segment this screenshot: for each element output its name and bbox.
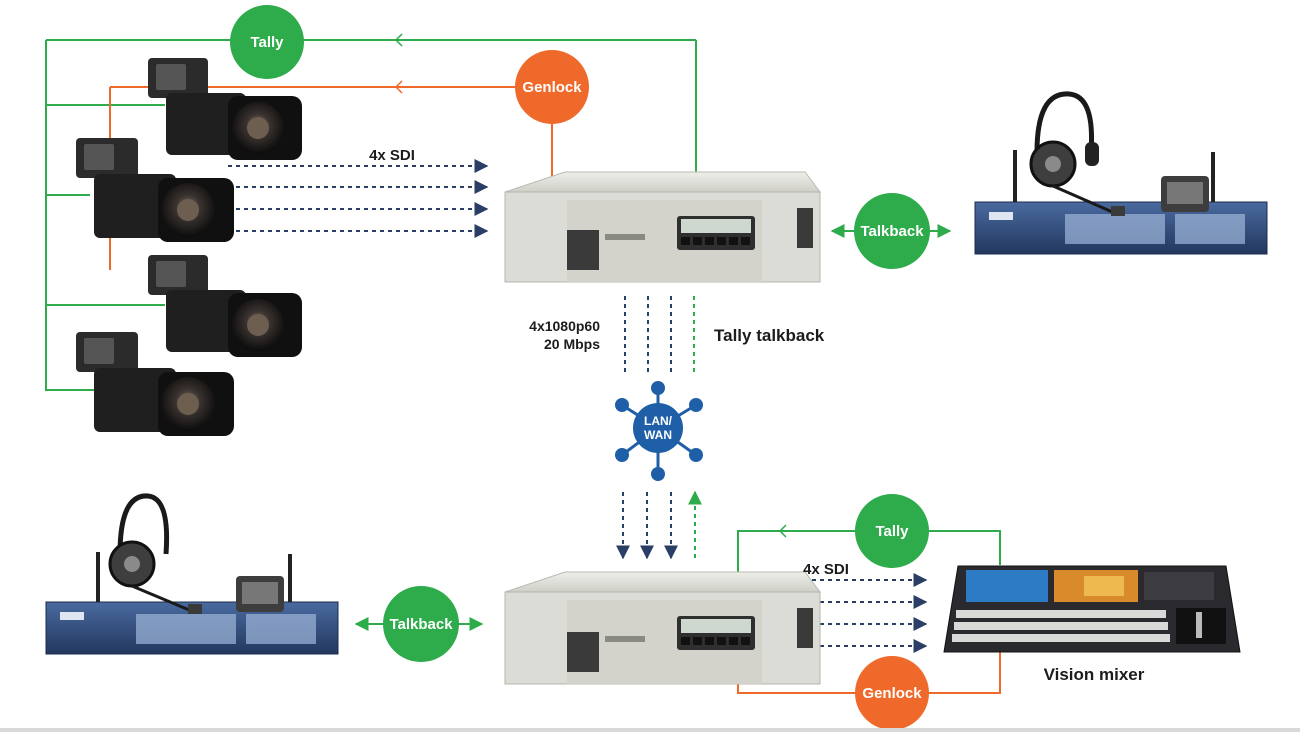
headset-icon bbox=[1029, 91, 1125, 216]
vision-mixer-icon bbox=[943, 565, 1241, 653]
sdi-bottom-label: 4x SDI bbox=[803, 561, 849, 578]
svg-text:Tally: Tally bbox=[875, 523, 909, 540]
camera-icon bbox=[148, 58, 302, 160]
talkback-right-node: Talkback bbox=[854, 193, 930, 269]
stream-label-line1: 4x1080p60 bbox=[529, 318, 600, 334]
stream-label-line2: 20 Mbps bbox=[544, 336, 600, 352]
downlink-dotted-lines bbox=[616, 490, 702, 560]
svg-text:Talkback: Talkback bbox=[860, 223, 924, 240]
genlock-top-node: Genlock bbox=[515, 50, 589, 124]
camera-icon bbox=[76, 138, 234, 242]
encoder-device-icon bbox=[504, 571, 821, 685]
headset-icon bbox=[108, 493, 202, 614]
camera-icon bbox=[148, 255, 302, 357]
svg-text:Talkback: Talkback bbox=[389, 616, 453, 633]
tally-talkback-label: Tally talkback bbox=[714, 326, 825, 345]
tally-top-lines bbox=[45, 33, 697, 391]
svg-text:Genlock: Genlock bbox=[862, 685, 922, 702]
svg-text:Genlock: Genlock bbox=[522, 79, 582, 96]
vision-mixer-label: Vision mixer bbox=[1044, 665, 1145, 684]
talkback-left-node: Talkback bbox=[383, 586, 459, 662]
bottom-divider bbox=[0, 728, 1300, 732]
intercom-rack-icon bbox=[45, 552, 339, 655]
uplink-dotted-lines bbox=[624, 296, 695, 372]
tally-top-node: Tally bbox=[230, 5, 304, 79]
tally-bottom-node: Tally bbox=[855, 494, 929, 568]
svg-text:LAN/: LAN/ bbox=[644, 414, 673, 428]
intercom-rack-icon bbox=[974, 150, 1268, 255]
genlock-bottom-node: Genlock bbox=[855, 656, 929, 730]
svg-text:WAN: WAN bbox=[644, 428, 672, 442]
sdi-top-lines bbox=[228, 159, 489, 238]
sdi-top-label: 4x SDI bbox=[369, 147, 415, 164]
network-hub-icon: LAN/ WAN bbox=[615, 381, 703, 481]
svg-text:Tally: Tally bbox=[250, 34, 284, 51]
encoder-device-icon bbox=[504, 171, 821, 283]
camera-icon bbox=[76, 332, 234, 436]
